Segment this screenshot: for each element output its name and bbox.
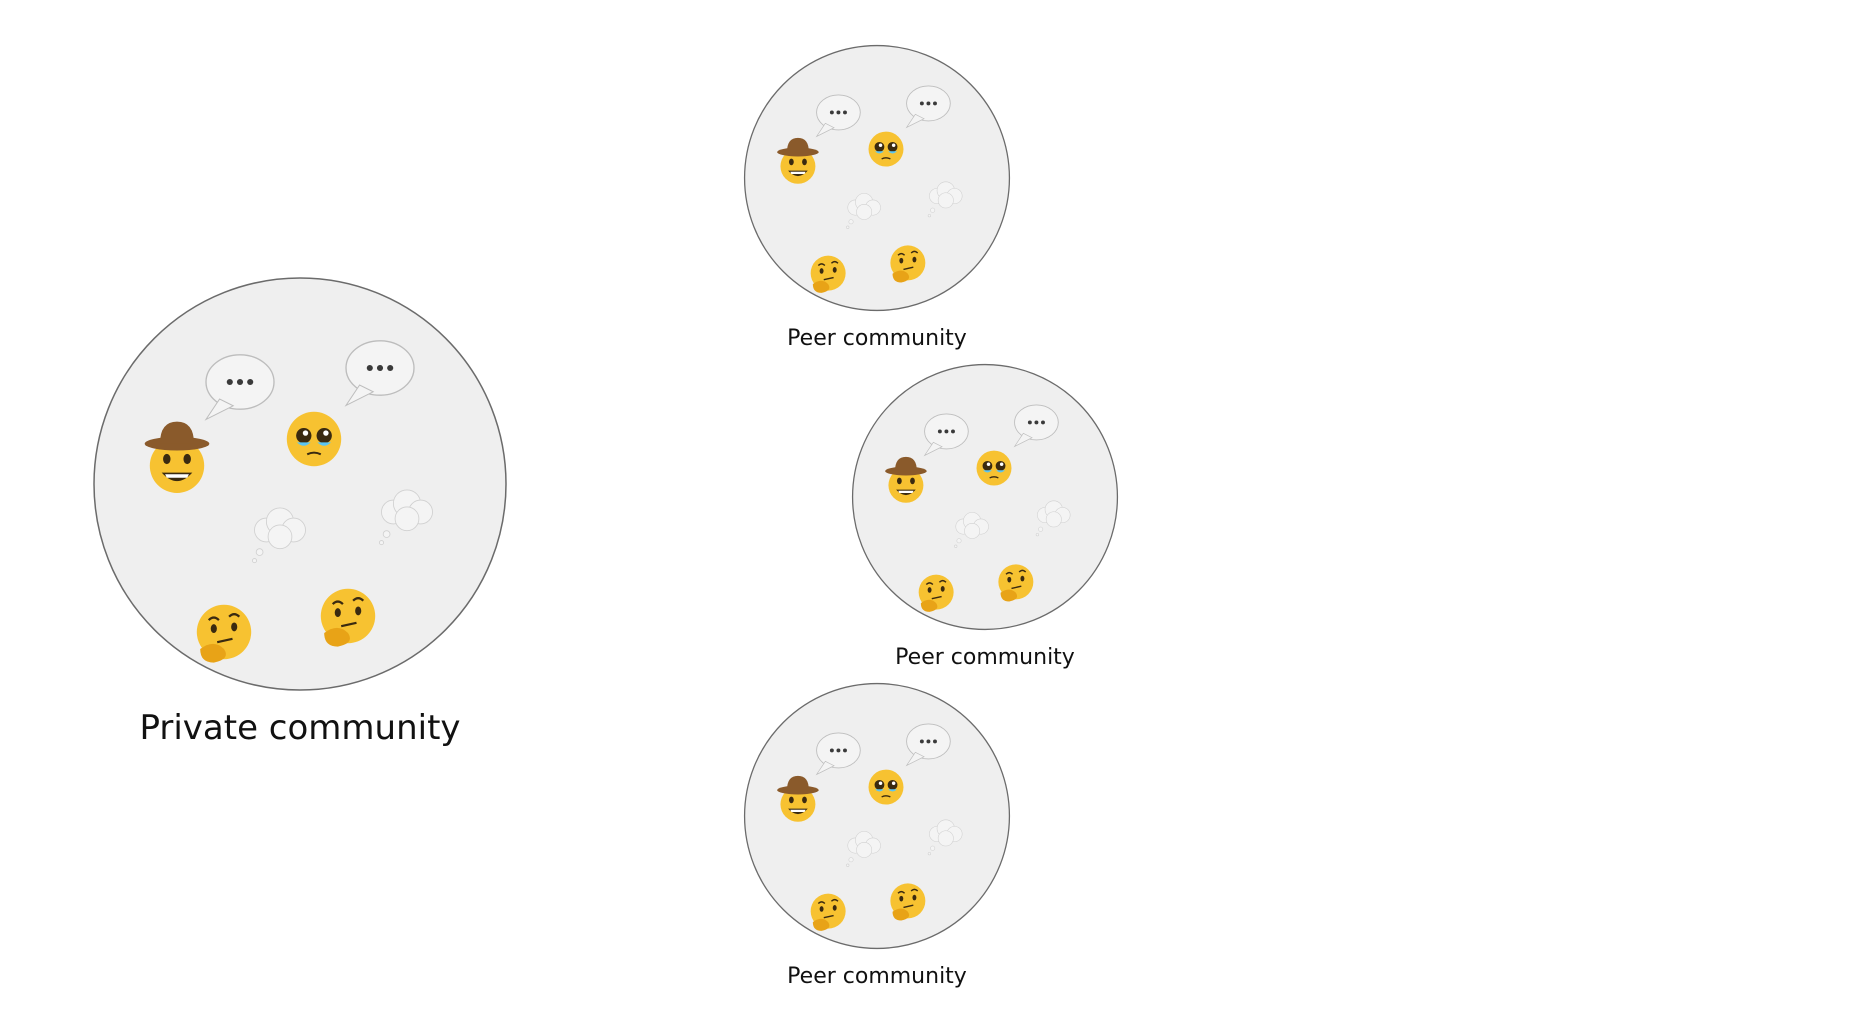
speech-bubble-icon [344, 340, 415, 407]
thought-bubble-icon [252, 507, 306, 564]
community-members [144, 340, 433, 663]
peer-community-diagram [743, 44, 1011, 312]
peer-community-label: Peer community [787, 964, 967, 989]
peer-community-circle [743, 682, 1011, 950]
peer-community-circle [851, 363, 1119, 631]
cowboy-hat-face-icon [144, 421, 210, 493]
peer-community-3 [742, 681, 1012, 951]
peer-community-label: Peer community [895, 645, 1075, 670]
thinking-face-icon [320, 588, 376, 647]
pleading-face-icon [286, 411, 342, 467]
private-community-diagram [93, 277, 507, 691]
private-community [90, 274, 510, 694]
peer-community-2 [850, 362, 1120, 632]
thought-bubble-icon [379, 489, 433, 546]
peer-community-label: Peer community [787, 326, 967, 351]
speech-bubble-icon [204, 354, 275, 421]
peer-community-diagram [743, 682, 1011, 950]
peer-community-1 [742, 43, 1012, 313]
peer-community-diagram [851, 363, 1119, 631]
peer-community-circle [743, 44, 1011, 312]
private-community-label: Private community [139, 708, 461, 748]
thinking-face-icon [196, 604, 252, 663]
private-community-circle [93, 277, 507, 691]
